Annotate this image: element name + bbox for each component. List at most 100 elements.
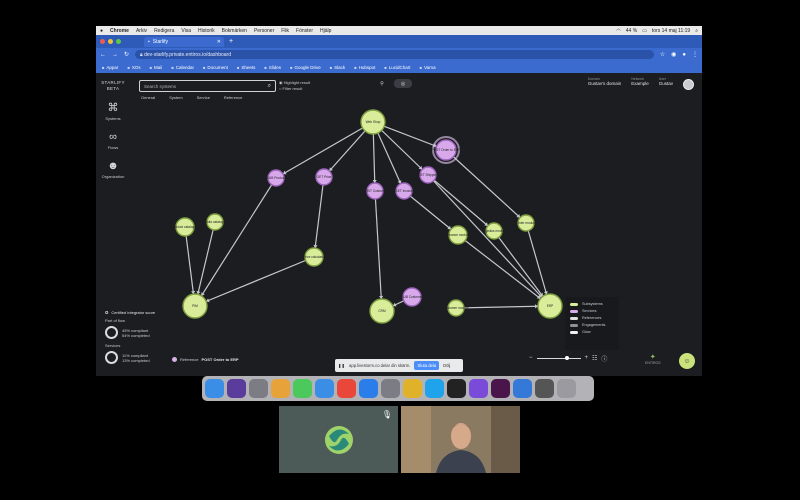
hide-button[interactable]: Dölj: [443, 363, 451, 368]
chat-button[interactable]: ☺: [679, 353, 695, 369]
graph-view-icon[interactable]: ⚲: [380, 80, 384, 87]
menu-flik[interactable]: Flik: [281, 27, 290, 34]
bookmark-calendar[interactable]: Calendar: [171, 65, 194, 70]
graph-edge-finance-module-erp[interactable]: [457, 234, 551, 307]
bookmark-varna[interactable]: Varna: [420, 65, 436, 70]
graph-node-post-customer[interactable]: POST Customer: [363, 182, 388, 200]
battery-icon[interactable]: ▭: [642, 27, 647, 34]
graph-edge-customer-module-erp[interactable]: [455, 305, 551, 309]
zoom-slider-handle[interactable]: [564, 355, 569, 360]
graph-edge-post-order-order-module[interactable]: [445, 149, 527, 224]
graph-node-logistics-module[interactable]: Logistics module: [482, 222, 506, 240]
brand-logo[interactable]: STARLIFY BETA: [96, 80, 130, 92]
info-icon[interactable]: ⓘ: [601, 356, 608, 363]
menu-visa[interactable]: Visa: [181, 27, 191, 34]
graph-node-put-product[interactable]: SUB Product: [267, 169, 286, 187]
bookmark-document[interactable]: Document: [203, 65, 228, 70]
kebab-menu-icon[interactable]: ⋮: [692, 52, 698, 58]
graph-edge-post-customer-crm[interactable]: [374, 190, 383, 312]
bookmark-google-drive[interactable]: Google Drive: [290, 65, 320, 70]
star-icon[interactable]: ☆: [659, 52, 666, 58]
avatar[interactable]: [683, 79, 694, 90]
graph-node-crm[interactable]: CRM: [369, 298, 395, 324]
battery-text[interactable]: 44 %: [625, 27, 638, 34]
browser-icon[interactable]: [513, 379, 532, 398]
menu-historik[interactable]: Historik: [198, 27, 215, 34]
graph-node-get-invoice[interactable]: GET Invoice: [395, 182, 413, 200]
menu-redigera[interactable]: Redigera: [154, 27, 175, 34]
graph-node-product-catalogue[interactable]: Product catalogue: [172, 217, 198, 237]
bookmark-mail[interactable]: Mail: [150, 65, 162, 70]
stop-sharing-button[interactable]: Sluta dela: [414, 361, 440, 370]
menu-hjalp[interactable]: Hjälp: [320, 27, 332, 34]
reference-value[interactable]: POST Order to ERP: [201, 356, 239, 362]
menu-bokmarken[interactable]: Bokmärken: [221, 27, 247, 34]
graph-edge-logistics-module-erp[interactable]: [493, 230, 551, 307]
graph-edge-price-calculator-pim[interactable]: [194, 256, 315, 307]
bookmark-slack[interactable]: Slack: [330, 65, 345, 70]
nav-flows[interactable]: ∞ Flows: [96, 132, 130, 151]
skype-icon[interactable]: [425, 379, 444, 398]
mail-icon[interactable]: [315, 379, 334, 398]
notes-icon[interactable]: [469, 379, 488, 398]
appstore-icon[interactable]: [359, 379, 378, 398]
filter-general[interactable]: General: [141, 95, 156, 100]
legend-services[interactable]: Services: [570, 309, 614, 313]
url-input[interactable]: 🔒︎ dev-starlify.private.entiros.io/dashb…: [135, 50, 654, 59]
extensions-icon[interactable]: ◉: [671, 52, 677, 58]
nav-organization[interactable]: ☻ Organization: [96, 161, 130, 180]
graph-node-pim[interactable]: PIM: [182, 293, 208, 319]
launchpad-icon[interactable]: [249, 379, 268, 398]
slack-icon[interactable]: [491, 379, 510, 398]
new-tab-button[interactable]: +: [229, 38, 234, 45]
datetime[interactable]: tors 14 maj 11:19: [651, 27, 691, 34]
filter-service[interactable]: Service: [196, 95, 210, 100]
bookmark-appar[interactable]: Appar: [102, 65, 118, 70]
graph-node-erp[interactable]: ERP: [537, 293, 563, 319]
graph-edge-web-shop-put-product[interactable]: [275, 121, 374, 179]
graph-edge-get-price-price-calculator[interactable]: [313, 176, 325, 258]
bookmark-hubspot[interactable]: Hubspot: [354, 65, 376, 70]
tab-close-icon[interactable]: ✕: [216, 38, 221, 45]
option-filter[interactable]: ○ Filter result: [279, 86, 303, 91]
filter-system[interactable]: System: [169, 95, 183, 100]
trash-icon[interactable]: [557, 379, 576, 398]
messages-icon[interactable]: [293, 379, 312, 398]
wifi-icon[interactable]: ◠: [616, 27, 621, 34]
search-input[interactable]: Search systems ⌕: [139, 80, 276, 92]
siri-icon[interactable]: [227, 379, 246, 398]
map-view-icon[interactable]: ◎: [394, 79, 412, 88]
zoom-in-button[interactable]: +: [584, 355, 589, 361]
close-window-icon[interactable]: [100, 39, 105, 44]
graph-node-web-shop[interactable]: Web Shop: [360, 109, 386, 135]
menu-arkiv[interactable]: Arkiv: [135, 27, 148, 34]
calendar-icon[interactable]: [337, 379, 356, 398]
chrome-icon[interactable]: [403, 379, 422, 398]
bookmark-lucidchart[interactable]: LucidChart: [384, 65, 411, 70]
bookmark-sheets[interactable]: Sheets: [237, 65, 255, 70]
graph-node-get-shipping[interactable]: GET Shipping: [418, 166, 438, 184]
legend-engagements[interactable]: Engagements: [570, 323, 614, 327]
profile-icon[interactable]: ●: [682, 51, 686, 58]
graph-node-get-price[interactable]: GET Price: [315, 168, 333, 186]
filter-reference[interactable]: Reference: [223, 95, 243, 100]
settings-sliders-icon[interactable]: ☷: [592, 355, 598, 362]
back-icon[interactable]: ←: [100, 51, 106, 58]
graph-node-order-module[interactable]: Order module: [516, 214, 536, 232]
graph-node-finance-module[interactable]: Finance module: [447, 225, 470, 245]
zoom-out-button[interactable]: −: [529, 355, 533, 361]
terminal-icon[interactable]: [447, 379, 466, 398]
apple-icon[interactable]: ●: [100, 27, 104, 34]
minimize-window-icon[interactable]: [108, 39, 113, 44]
menu-personer[interactable]: Personer: [253, 27, 275, 34]
search-icon[interactable]: ⌕: [695, 27, 698, 34]
photos-icon[interactable]: [271, 379, 290, 398]
graph-node-customer-module[interactable]: Customer module: [443, 299, 469, 317]
zoom-slider[interactable]: [536, 355, 581, 360]
search-icon[interactable]: ⌕: [267, 82, 271, 89]
graph-edge-get-shipping-logistics-module[interactable]: [427, 174, 495, 232]
settings-icon[interactable]: [381, 379, 400, 398]
domain-select[interactable]: Domain Gustav's domain: [588, 77, 621, 90]
bookmark-xos[interactable]: XOs: [127, 65, 141, 70]
graph-node-post-order[interactable]: POST Order to ERP: [432, 136, 461, 164]
